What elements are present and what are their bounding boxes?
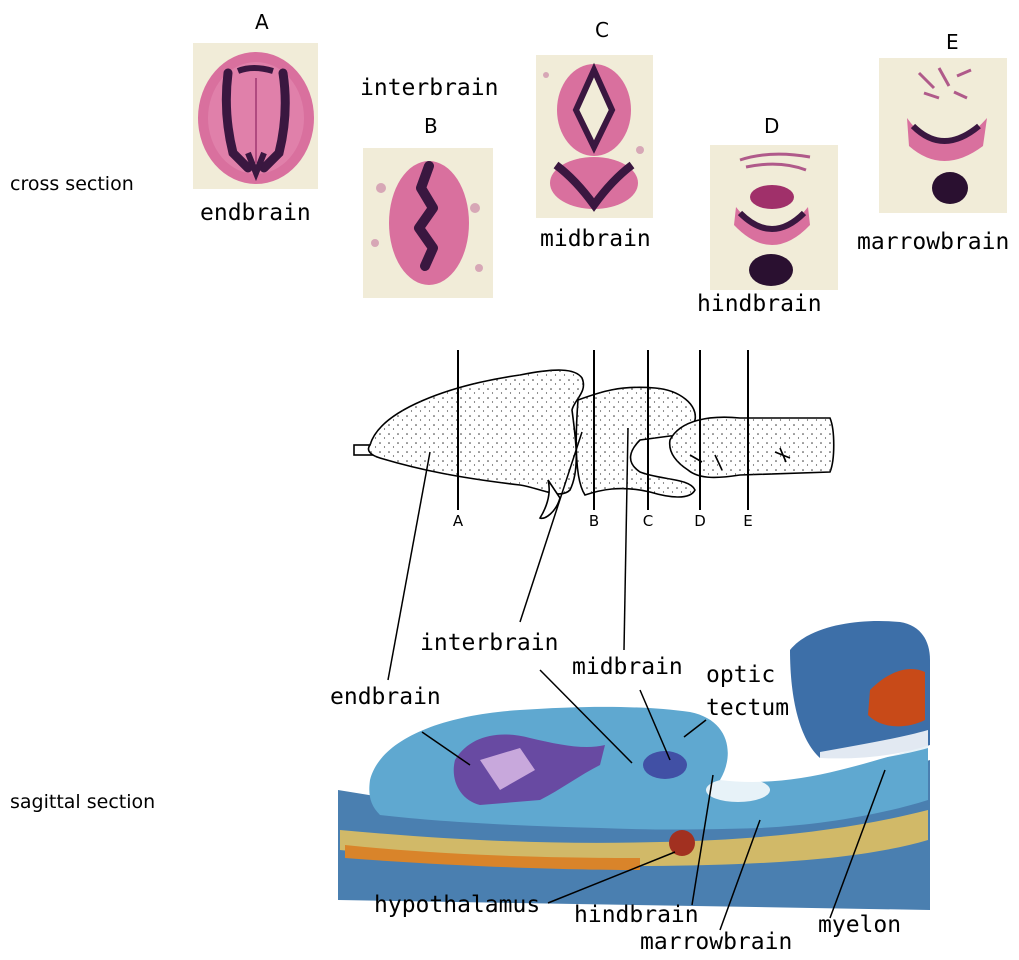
sagittal-cavity [706,778,770,802]
cerebellum-stipple [670,417,834,477]
cut-letter-b: B [589,512,599,530]
cut-letter-e: E [743,512,752,530]
cut-letter-a: A [453,512,464,530]
cut-letters: A B C D E [453,512,753,530]
sagittal-label-marrowbrain: marrowbrain [640,931,792,954]
sagittal-label-interbrain: interbrain [420,632,558,655]
sagittal-label-tectum: tectum [706,697,789,720]
sagittal-label-hindbrain: hindbrain [574,904,699,927]
sagittal-label-endbrain: endbrain [330,686,441,709]
sagittal-midbrain-nucleus [643,751,687,779]
sagittal-label-myelon: myelon [818,914,901,937]
cut-letter-d: D [694,512,706,530]
sagittal-label-midbrain: midbrain [572,656,683,679]
sagittal-label-optic: optic [706,664,775,687]
cut-letter-c: C [643,512,653,530]
sagittal-label-hypothalamus: hypothalamus [374,894,540,917]
endbrain-stipple [368,370,583,494]
